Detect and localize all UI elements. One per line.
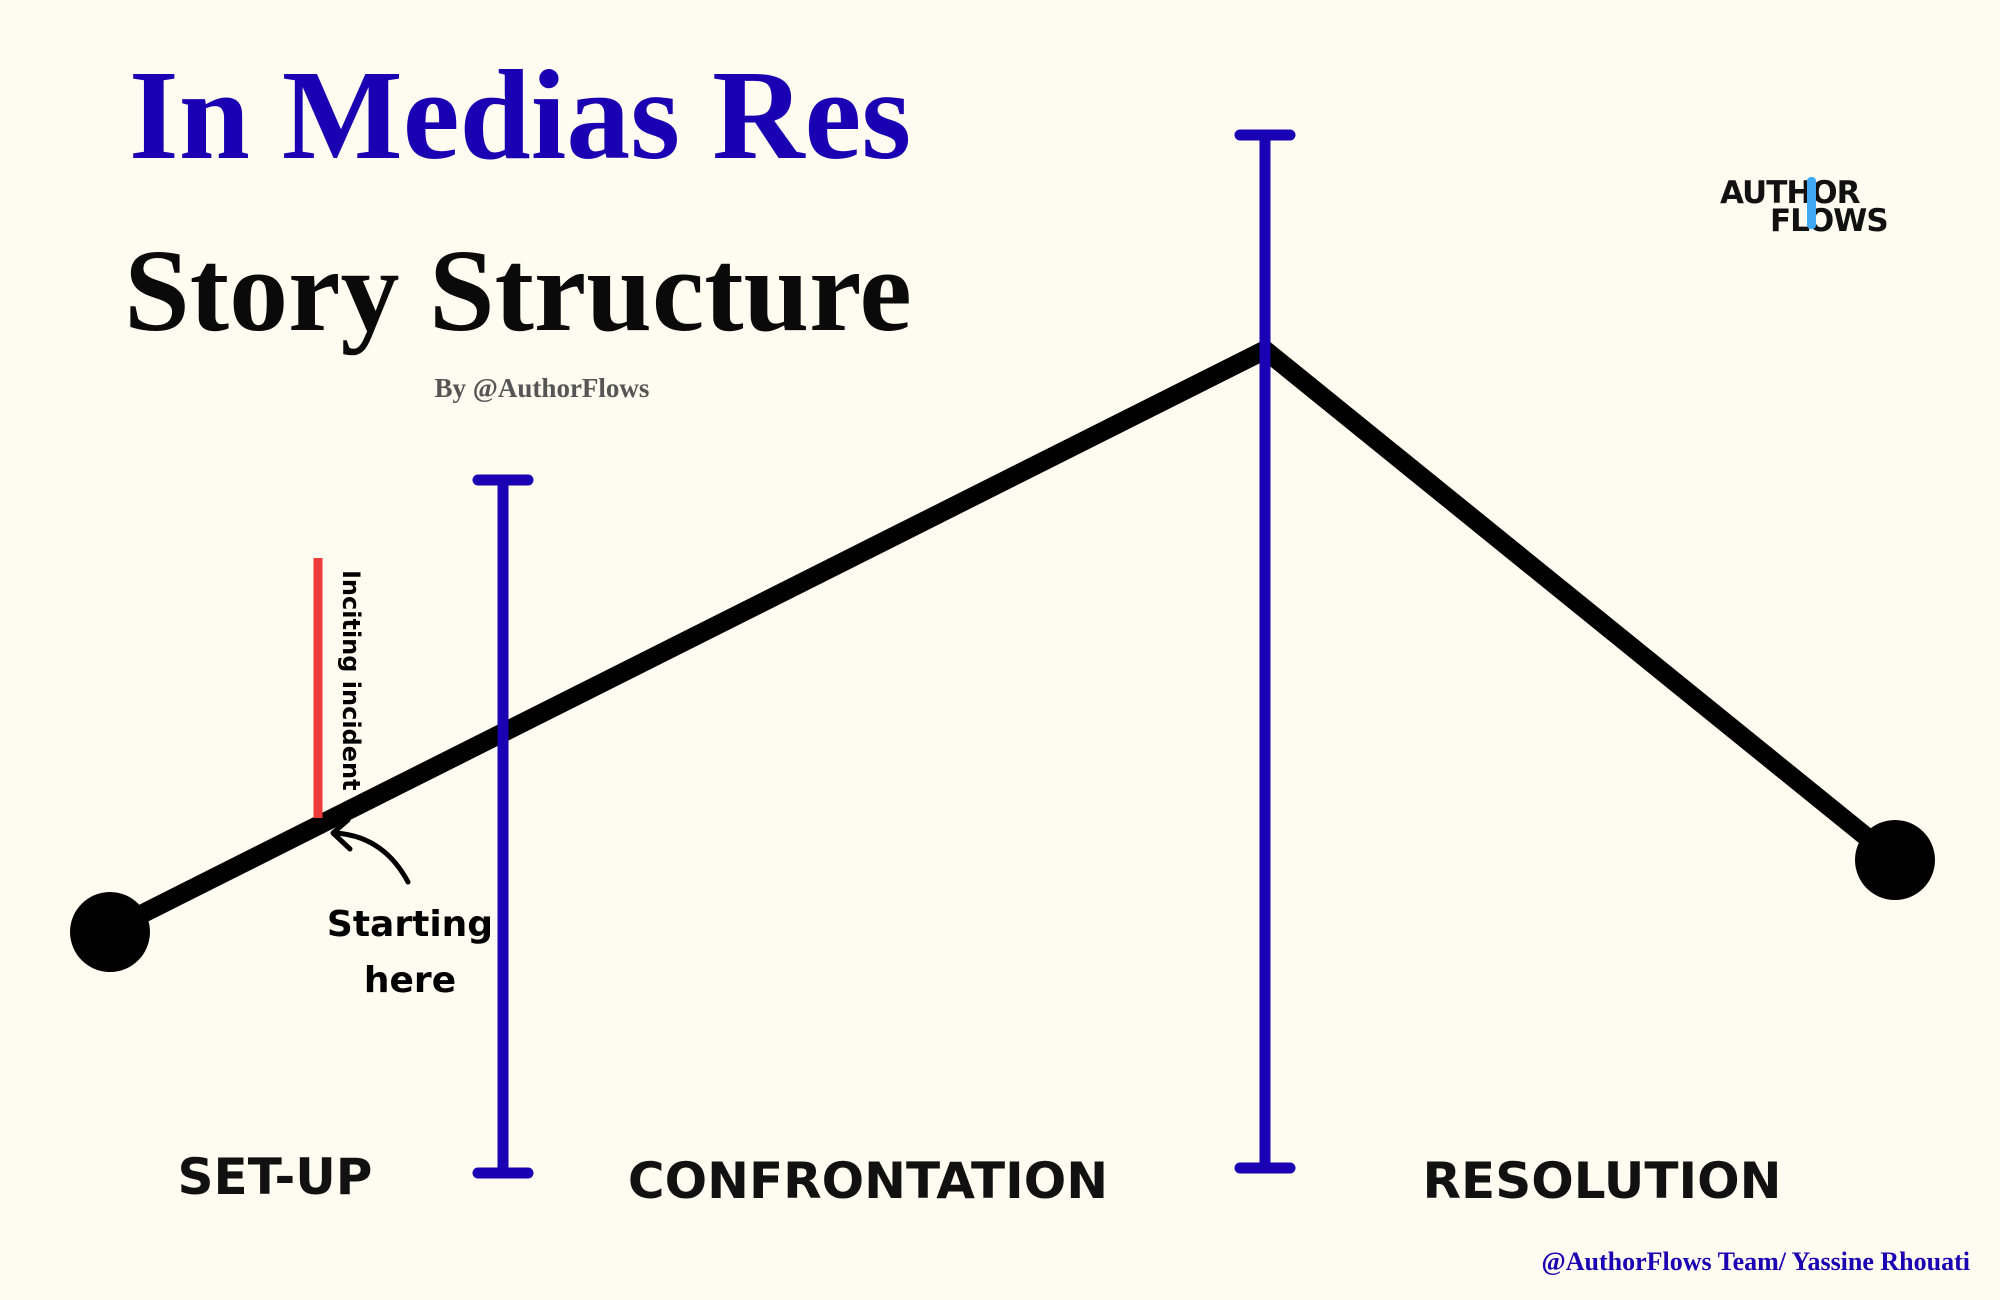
- divider-setup-confrontation: [472, 474, 534, 1179]
- divider-climax: [1234, 129, 1296, 1174]
- starting-here-line2: here: [364, 960, 456, 1001]
- logo-line1: AUTHOR: [1720, 175, 1861, 211]
- arc-end-point: [1855, 820, 1935, 900]
- credit-text: @AuthorFlows Team/ Yassine Rhouati: [1542, 1247, 1970, 1276]
- section-label-confrontation: CONFRONTATION: [628, 1152, 1108, 1210]
- section-label-resolution: RESOLUTION: [1423, 1152, 1782, 1210]
- curved-arrow-icon: [330, 817, 411, 885]
- story-arc-line: [100, 340, 1905, 940]
- title-main: In Medias Res: [129, 44, 911, 186]
- starting-here-line1: Starting: [327, 904, 493, 945]
- section-label-setup: SET-UP: [178, 1148, 373, 1206]
- byline: By @AuthorFlows: [435, 373, 650, 403]
- inciting-incident-label: Inciting incident: [337, 570, 365, 791]
- title-sub: Story Structure: [124, 225, 912, 356]
- arc-start-point: [70, 892, 150, 972]
- authorflows-logo: AUTHOR FLOWS: [1720, 175, 1889, 239]
- logo-line2: FLOWS: [1770, 203, 1888, 239]
- logo-accent-bar: [1807, 177, 1816, 229]
